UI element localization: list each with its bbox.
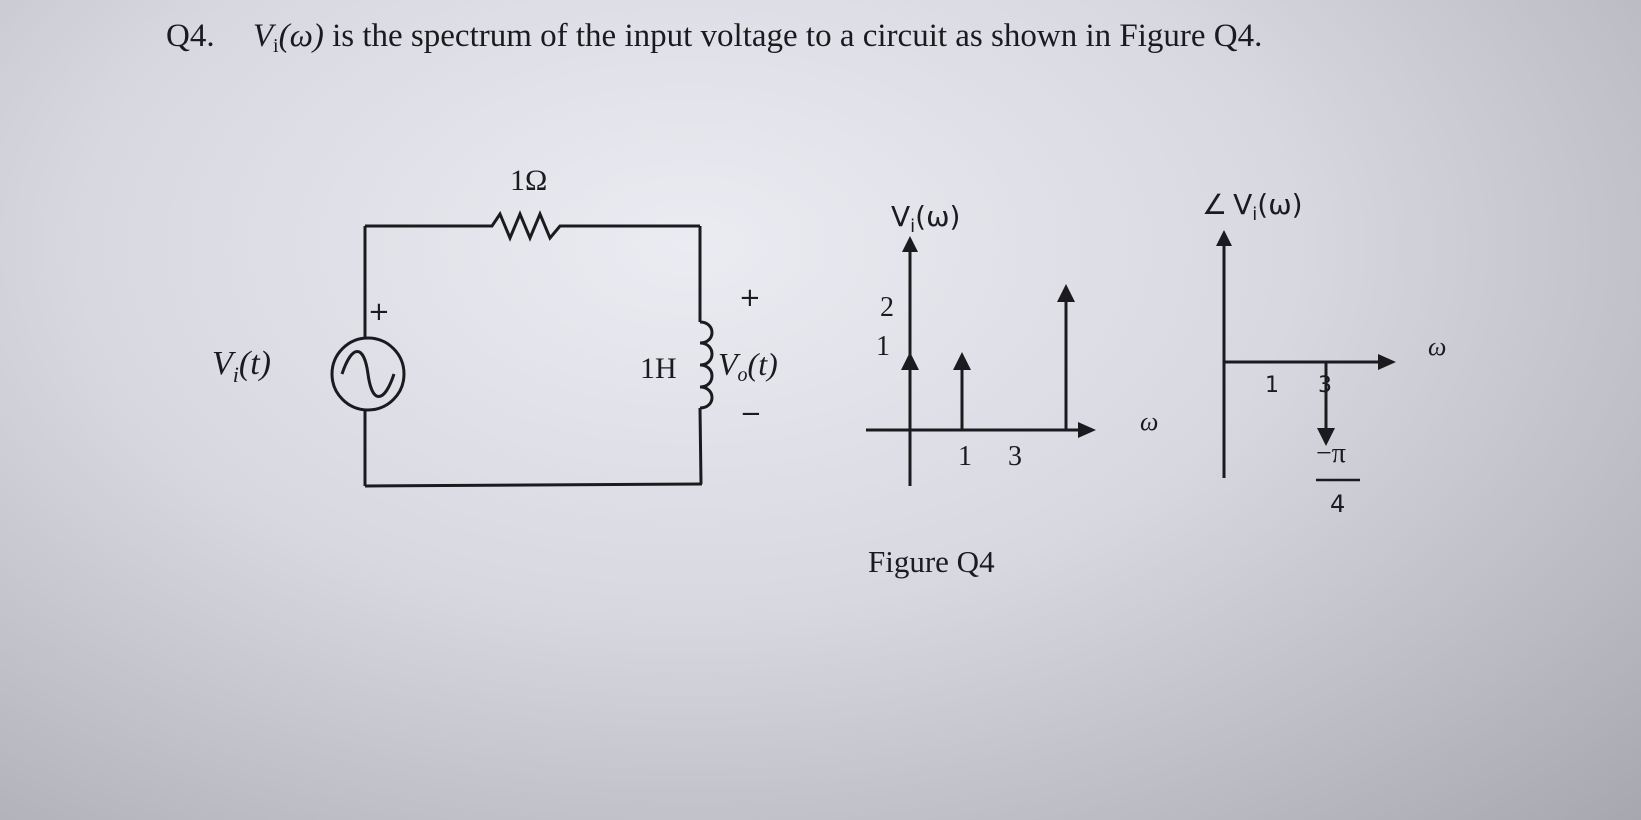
magnitude-x-tick-1: 1 xyxy=(958,441,972,472)
inductor-coil xyxy=(699,320,714,410)
magnitude-y-axis-arrow xyxy=(902,236,918,252)
output-minus: − xyxy=(740,399,762,429)
top-wire xyxy=(365,210,700,242)
question-variable: Vi xyxy=(252,18,279,57)
phase-x-tick-1: 1 xyxy=(1265,373,1279,398)
ac-source xyxy=(330,336,406,412)
circuit-diagram xyxy=(330,210,714,488)
output-plus: + xyxy=(739,283,761,313)
output-label: Vo(t) xyxy=(718,346,778,386)
magnitude-x-tick-3: 3 xyxy=(1008,441,1022,472)
question-number: Q4. xyxy=(166,18,215,54)
phase-chart: ∠Vi(ω) 1 3 ω −π 4 xyxy=(1202,188,1446,518)
phase-y-tick-numerator: −π xyxy=(1316,438,1346,469)
question-omega: (ω) xyxy=(278,18,324,54)
magnitude-impulse-w3 xyxy=(1057,284,1075,430)
question-text: Q4. Vi(ω) is the spectrum of the input v… xyxy=(166,18,1262,58)
phase-y-tick-denominator: 4 xyxy=(1330,490,1345,518)
right-wire-bottom xyxy=(698,407,703,485)
figure-caption: Figure Q4 xyxy=(868,544,995,579)
resistor-label: 1Ω xyxy=(510,164,547,197)
inductor-label: 1H xyxy=(640,352,677,385)
phase-x-axis-arrow xyxy=(1378,354,1396,370)
question-body: is the spectrum of the input voltage to … xyxy=(332,18,1263,54)
ac-source-wave xyxy=(340,350,396,398)
magnitude-impulse-w1 xyxy=(953,352,971,430)
source-label: Vi(t) xyxy=(212,345,271,387)
phase-title: ∠Vi(ω) xyxy=(1202,188,1303,225)
magnitude-impulse-w0 xyxy=(901,352,919,430)
magnitude-x-label: ω xyxy=(1140,407,1158,436)
source-plus: + xyxy=(368,297,390,327)
magnitude-y-tick-2: 2 xyxy=(880,292,894,323)
magnitude-x-axis-arrow xyxy=(1078,422,1096,438)
magnitude-chart: Vi(ω) 2 1 1 3 ω xyxy=(866,200,1158,486)
phase-y-axis-arrow xyxy=(1216,230,1232,246)
phase-x-label: ω xyxy=(1428,332,1446,361)
phase-impulse-w3 xyxy=(1317,362,1335,446)
magnitude-y-tick-1: 1 xyxy=(876,331,890,362)
bottom-wire xyxy=(364,482,703,488)
magnitude-title: Vi(ω) xyxy=(891,200,960,237)
